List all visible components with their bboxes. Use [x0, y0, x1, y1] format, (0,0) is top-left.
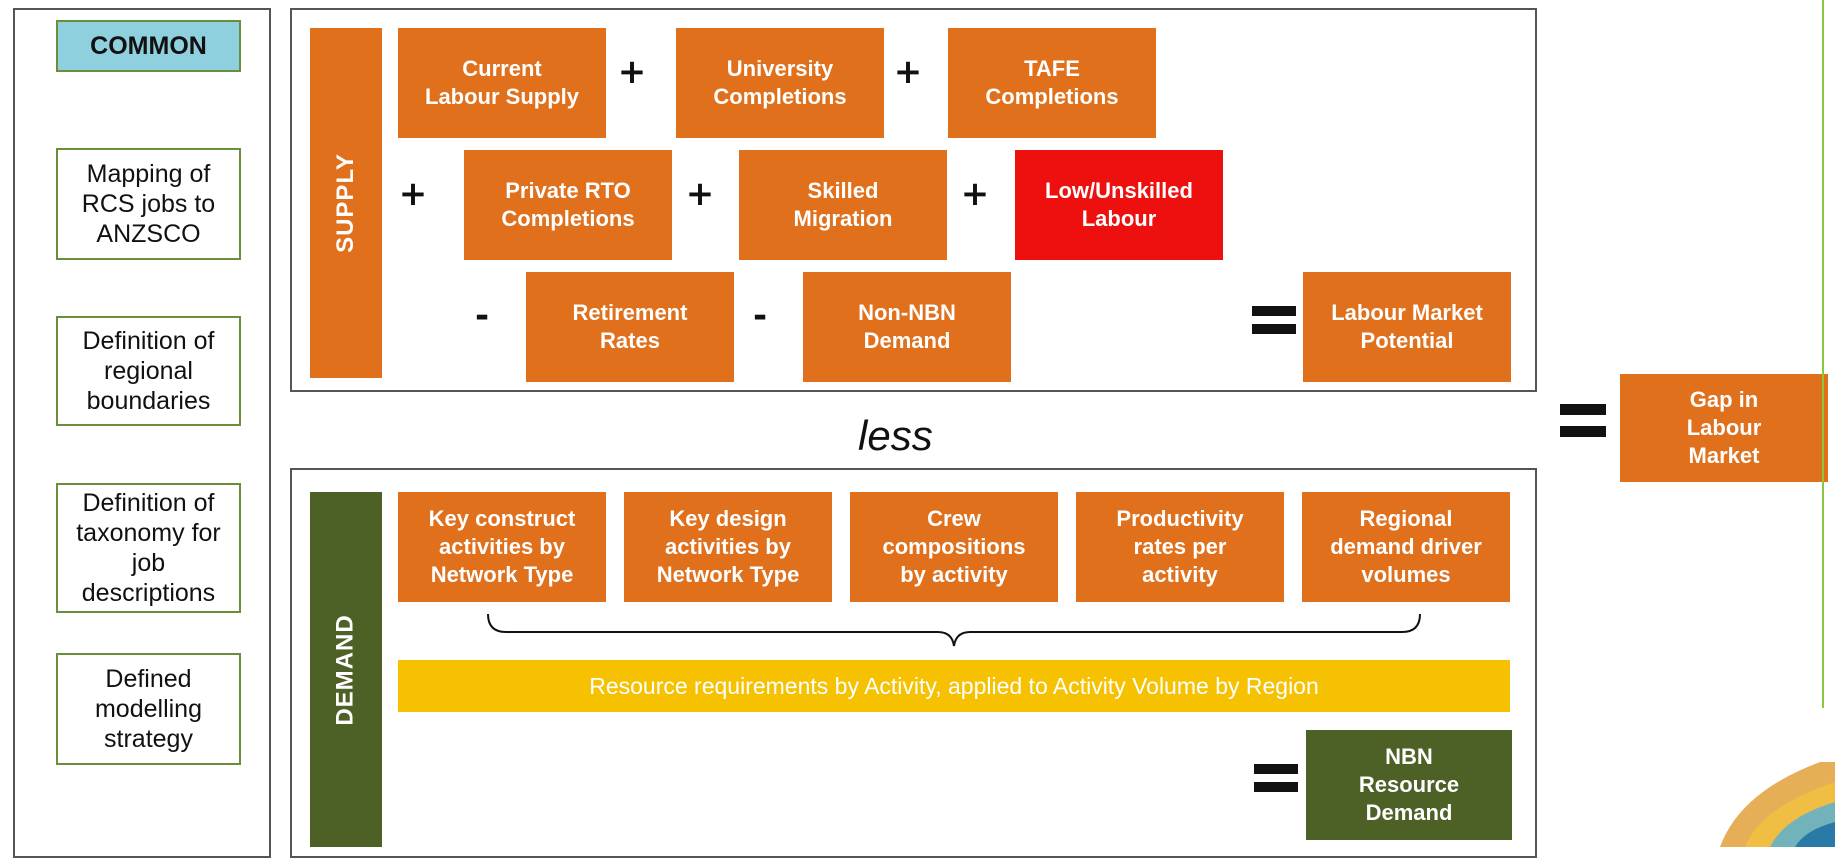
plus-operator: + [398, 174, 428, 214]
nbn-resource-demand: NBN Resource Demand [1306, 730, 1512, 840]
plus-operator: + [893, 52, 923, 92]
common-item-regional-boundaries: Definition of regional boundaries [56, 316, 241, 426]
supply-low-unskilled-labour: Low/Unskilled Labour [1015, 150, 1223, 260]
common-item-modelling-strategy: Defined modelling strategy [56, 653, 241, 765]
plus-operator: + [960, 174, 990, 214]
demand-label: DEMAND [310, 492, 382, 847]
supply-university-completions: University Completions [676, 28, 884, 138]
plus-operator: + [685, 174, 715, 214]
gap-in-labour-market: Gap in Labour Market [1620, 374, 1828, 482]
demand-crew-compositions: Crew compositions by activity [850, 492, 1058, 602]
equals-icon [1254, 764, 1298, 774]
demand-productivity-rates: Productivity rates per activity [1076, 492, 1284, 602]
decorative-green-line [1822, 0, 1824, 708]
less-label: less [858, 412, 933, 459]
supply-skilled-migration: Skilled Migration [739, 150, 947, 260]
demand-regional-driver-volumes: Regional demand driver volumes [1302, 492, 1510, 602]
minus-operator: - [474, 296, 490, 336]
common-item-taxonomy: Definition of taxonomy for job descripti… [56, 483, 241, 613]
equals-icon [1254, 782, 1298, 792]
common-item-mapping: Mapping of RCS jobs to ANZSCO [56, 148, 241, 260]
common-header: COMMON [56, 20, 241, 72]
logo-swoosh-icon [1720, 762, 1835, 847]
supply-panel [290, 8, 1537, 392]
labour-market-potential: Labour Market Potential [1303, 272, 1511, 382]
equals-icon [1252, 324, 1296, 334]
equals-icon [1560, 426, 1606, 437]
minus-operator: - [752, 296, 768, 336]
resource-requirements-bar: Resource requirements by Activity, appli… [398, 660, 1510, 712]
supply-label: SUPPLY [310, 28, 382, 378]
supply-private-rto: Private RTO Completions [464, 150, 672, 260]
equals-icon [1252, 306, 1296, 316]
supply-tafe-completions: TAFE Completions [948, 28, 1156, 138]
curly-brace [487, 613, 1421, 647]
supply-current-labour: Current Labour Supply [398, 28, 606, 138]
plus-operator: + [617, 52, 647, 92]
equals-icon [1560, 404, 1606, 415]
demand-key-construct-activities: Key construct activities by Network Type [398, 492, 606, 602]
demand-key-design-activities: Key design activities by Network Type [624, 492, 832, 602]
supply-non-nbn-demand: Non-NBN Demand [803, 272, 1011, 382]
supply-retirement-rates: Retirement Rates [526, 272, 734, 382]
